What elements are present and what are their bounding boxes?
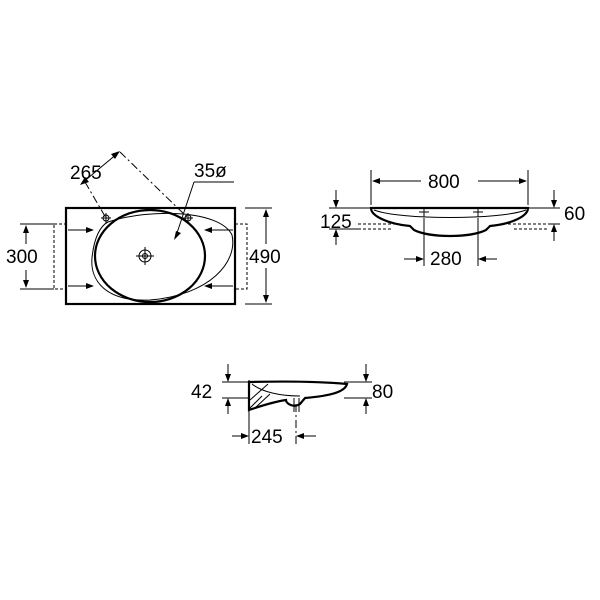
- basin-outline: [64, 206, 237, 306]
- tap-hole-right-icon: [183, 213, 193, 223]
- plan-view: 265 35ø 300 490: [6, 151, 281, 306]
- fixing-marks: [68, 227, 233, 289]
- side-basin-outline: [247, 380, 349, 412]
- front-bracket-spacing-label: 280: [430, 249, 462, 270]
- tap-hole-left-icon: [101, 213, 111, 223]
- dim-width: 800: [370, 170, 529, 205]
- side-height-label: 125: [320, 212, 352, 233]
- front-view: 800 125 60: [320, 170, 585, 270]
- back-height-label: 42: [191, 382, 212, 403]
- dim-hole-spacing: 265: [70, 151, 189, 219]
- drain-offset-label: 245: [251, 427, 283, 448]
- dim-back-height: 42: [191, 364, 250, 414]
- front-tap-holes-icon: [419, 207, 483, 217]
- dim-depth: 490: [245, 207, 281, 305]
- width-label: 800: [428, 172, 460, 193]
- hole-diameter-label: 35ø: [194, 161, 227, 182]
- dim-drain-offset: 245: [232, 412, 316, 448]
- basin-bowl: [93, 208, 207, 304]
- drain-icon: [136, 247, 154, 265]
- left-wall-bracket: [53, 223, 67, 290]
- plan-bracket-spacing-label: 300: [6, 247, 38, 268]
- front-wall-brackets: [358, 223, 548, 230]
- dim-rim-height: 60: [528, 190, 585, 241]
- side-drain-icon: [293, 398, 300, 444]
- dim-bracket-spacing: 300: [6, 223, 54, 290]
- depth-label: 490: [249, 247, 281, 268]
- side-basin-inner: [251, 383, 301, 397]
- dim-side-height: 125: [320, 190, 372, 245]
- right-wall-bracket: [234, 223, 248, 290]
- front-height-label: 80: [372, 382, 393, 403]
- hole-spacing-label: 265: [70, 163, 102, 184]
- rim-height-label: 60: [564, 204, 585, 225]
- side-back-hatch: [249, 383, 271, 409]
- dim-front-bracket-spacing: 280: [404, 218, 497, 270]
- front-basin-rim: [373, 209, 527, 218]
- dim-front-height: 80: [344, 364, 393, 414]
- front-basin-outline: [369, 206, 530, 238]
- side-view: 42 80 245: [191, 364, 393, 448]
- dim-hole-diameter: 35ø: [174, 161, 234, 240]
